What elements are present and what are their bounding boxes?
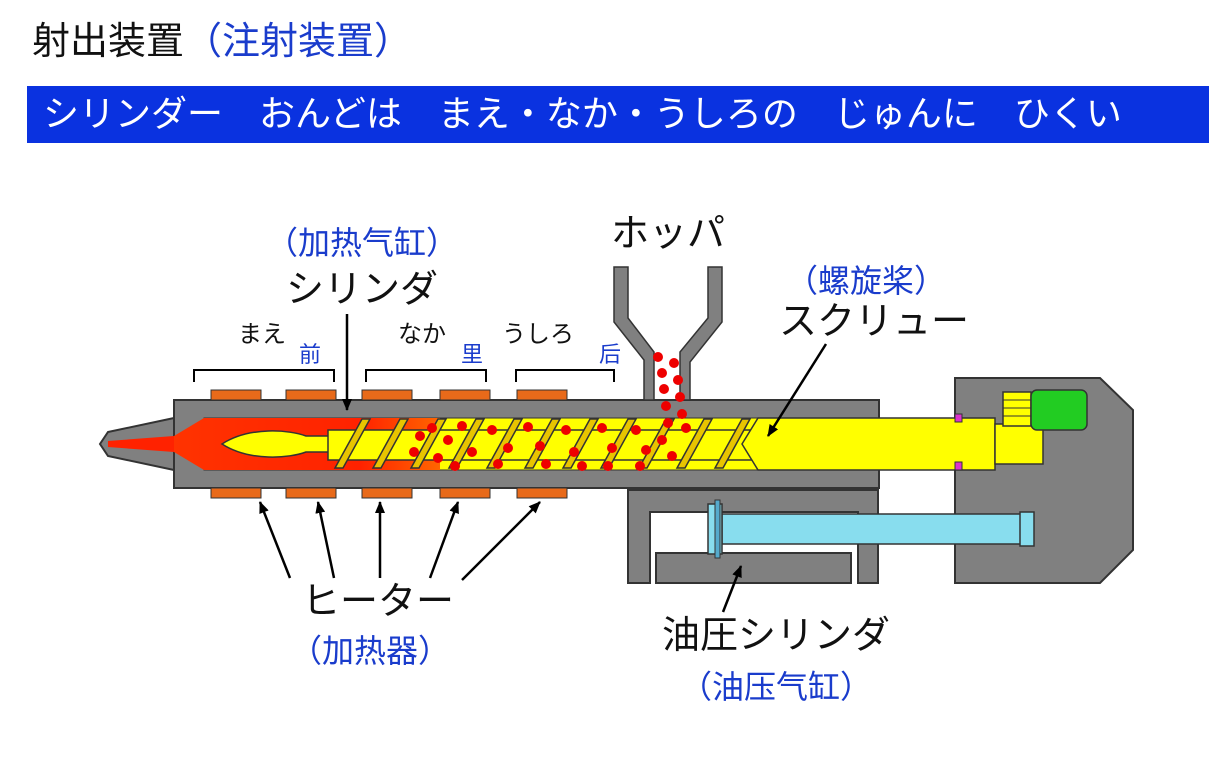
heater-top-2 (285, 389, 337, 401)
nozzle-channel (108, 436, 174, 452)
label-front-cn: 前 (299, 343, 321, 368)
piston-plate (714, 499, 721, 559)
screw-flights (333, 418, 752, 469)
heater-bottom-4 (439, 487, 491, 499)
bracket-middle (365, 369, 487, 382)
hopper (613, 266, 723, 401)
motor (1030, 389, 1088, 431)
label-heater-jp: ヒーター (302, 579, 454, 623)
label-front-jp: まえ (238, 320, 286, 348)
pellets-screw (409, 421, 677, 471)
heater-top-4 (439, 389, 491, 401)
title-sub: （注射装置） (184, 19, 413, 63)
pellets-hopper (653, 352, 691, 433)
heater-top-1 (210, 389, 262, 401)
gearbox (1002, 391, 1032, 427)
drive-coupling (994, 423, 1044, 465)
title-main: 射出装置 (32, 19, 185, 63)
hydraulic-base (655, 552, 852, 584)
label-screw-cn: （螺旋桨） (786, 262, 946, 300)
seal-bottom (954, 461, 963, 471)
heater-bottom-2 (285, 487, 337, 499)
heater-bottom-3 (361, 487, 413, 499)
heater-top-3 (361, 389, 413, 401)
heaters (210, 389, 568, 499)
banner: シリンダー おんどは まえ・なか・うしろの じゅんに ひくい (27, 86, 1209, 143)
pointer-arrows (258, 314, 828, 613)
label-screw-jp: スクリュー (779, 299, 969, 343)
heater-bottom-5 (516, 487, 568, 499)
seal-top (954, 413, 963, 423)
bracket-rear (515, 369, 615, 382)
label-rear-cn: 后 (599, 343, 621, 368)
label-cylinder-cn: （加热气缸） (266, 224, 458, 262)
rod-end (1019, 511, 1035, 547)
label-hopper: ホッパ (611, 211, 725, 255)
label-rear-jp: うしろ (502, 320, 574, 348)
label-heater-cn: （加热器） (290, 632, 450, 670)
piston-rod (721, 513, 1023, 545)
bracket-front (193, 369, 335, 382)
label-hydraulic-jp: 油圧シリンダ (662, 613, 890, 657)
label-cylinder-jp: シリンダ (286, 267, 438, 311)
label-middle-jp: なか (398, 320, 446, 348)
label-middle-cn: 里 (461, 343, 483, 368)
heater-top-5 (516, 389, 568, 401)
label-hydraulic-cn: （油压气缸） (680, 668, 872, 706)
page-title: 射出装置（注射装置） (32, 18, 412, 64)
heater-bottom-1 (210, 487, 262, 499)
